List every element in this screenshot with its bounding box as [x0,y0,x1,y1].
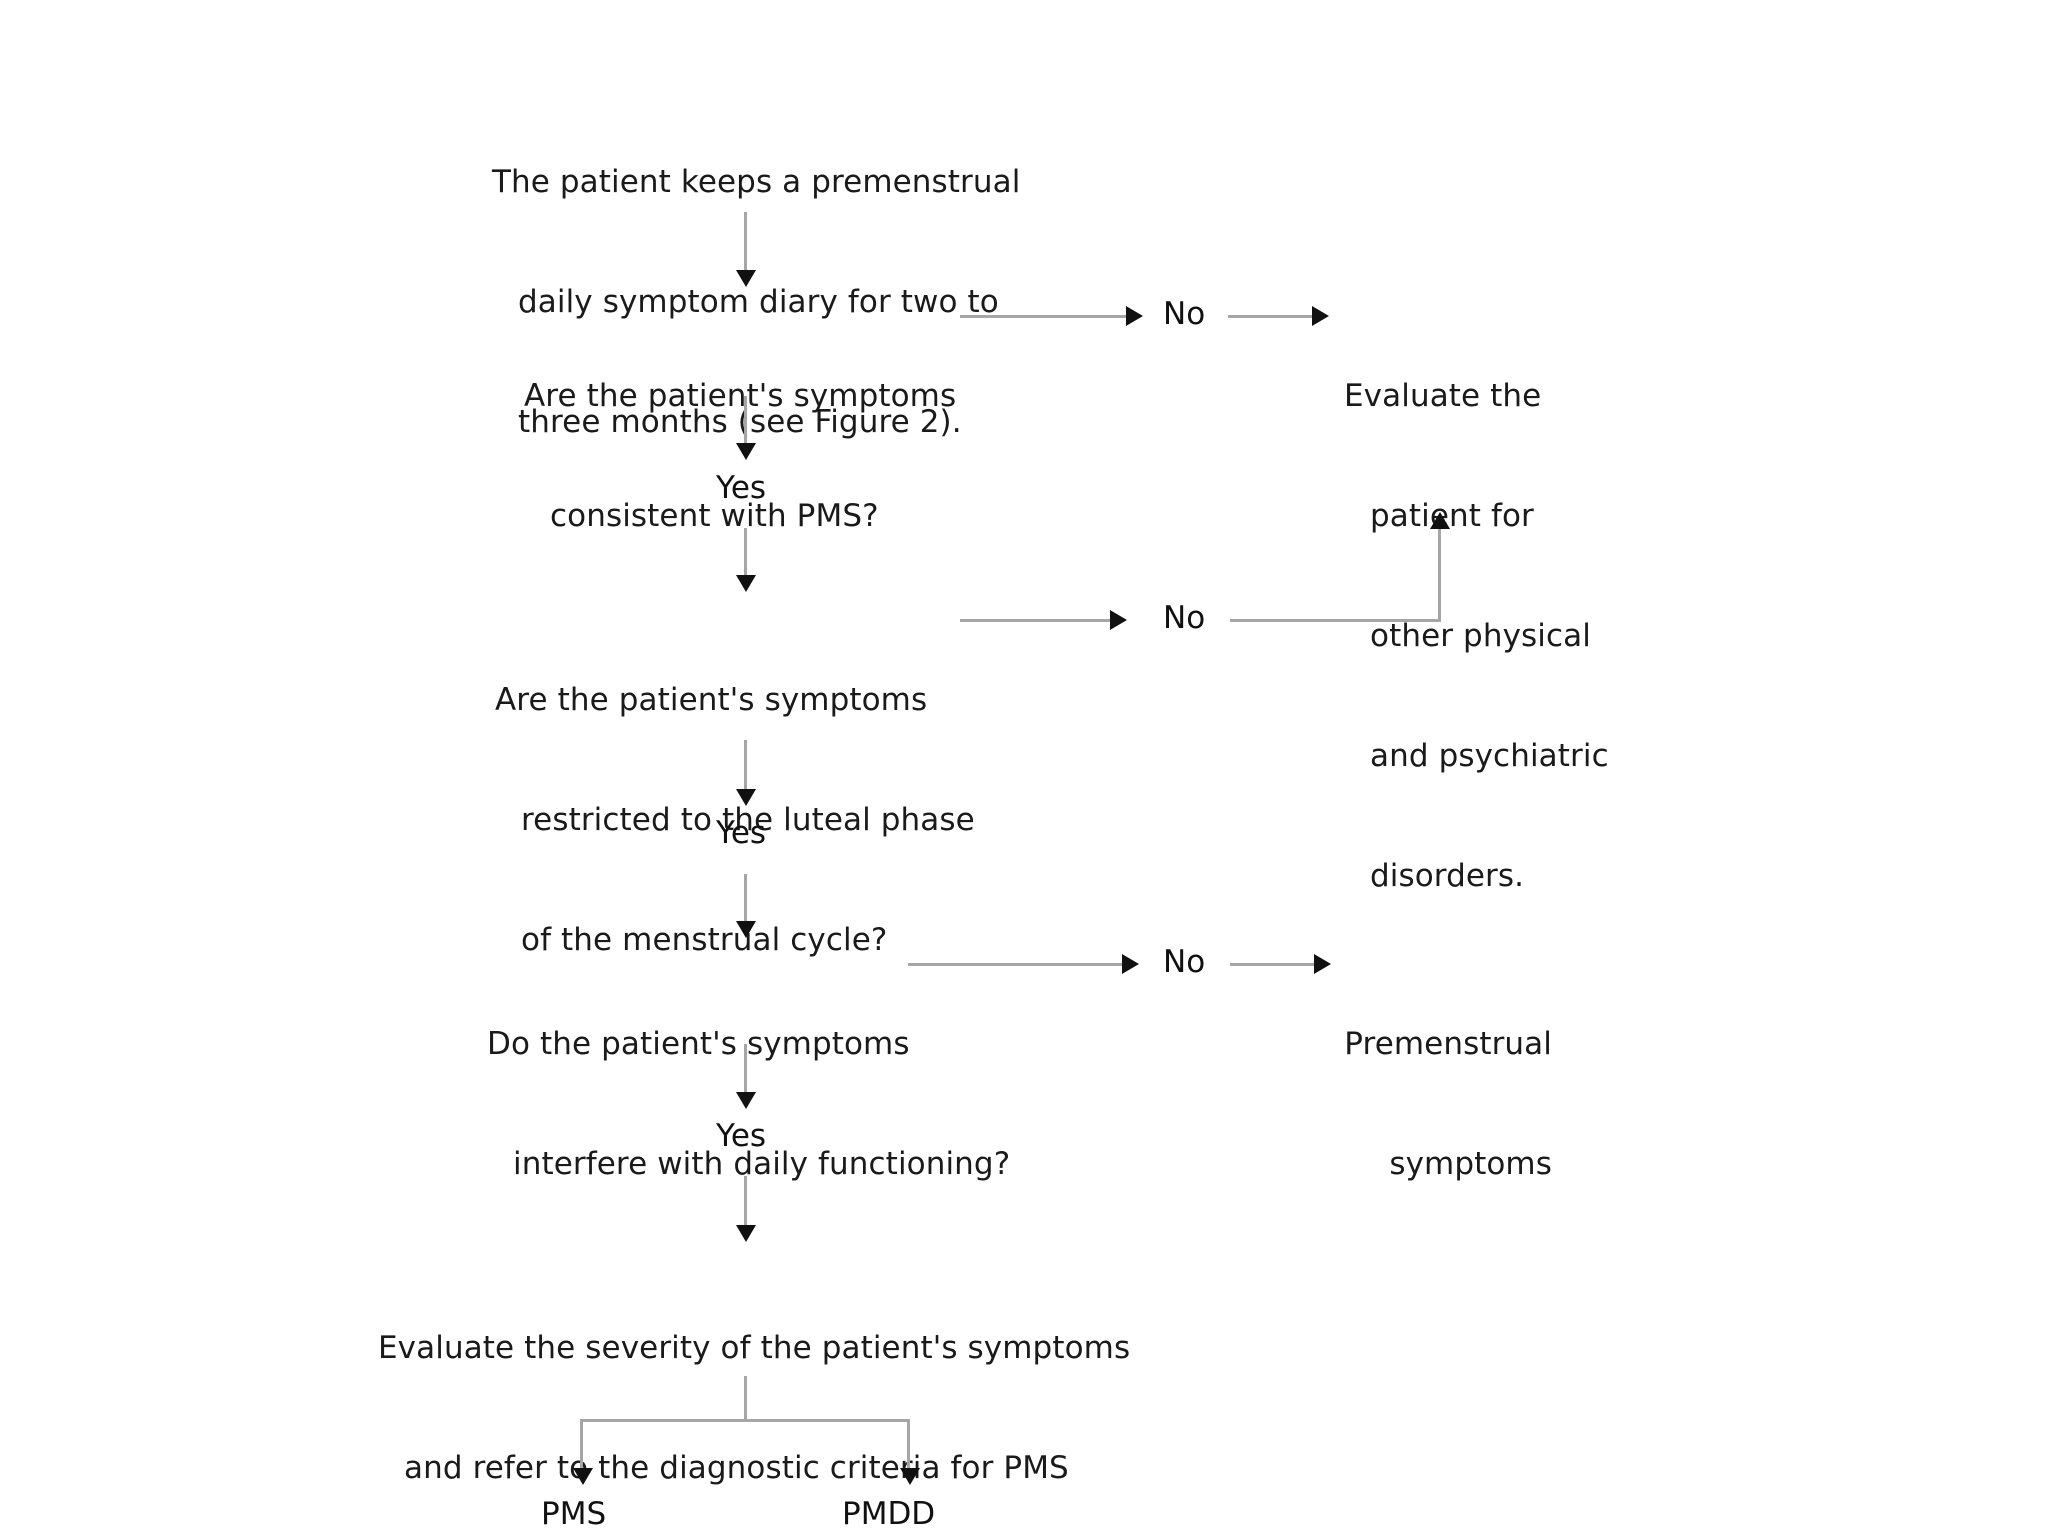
connector-no1-to-evaluate-other [1228,315,1314,318]
node-symptom-diary-line-2: daily symptom diary for two to [518,284,999,320]
connector-yes3-to-evaluate-severity [744,1176,747,1232]
arrowhead-yes3-to-evaluate-severity [736,1225,756,1242]
connector-q3-to-no [908,963,1124,966]
connector-q2-to-yes2 [744,740,747,796]
node-evaluate-other-line-5: disorders. [1370,858,1525,894]
node-q2-line-3: of the menstrual cycle? [521,922,888,958]
node-question-daily-functioning: Do the patient's symptoms interfere with… [487,944,1011,1264]
node-q1-line-1: Are the patient's symptoms [524,378,957,414]
arrowhead-split-to-pmdd [900,1468,920,1485]
node-question-luteal-phase: Are the patient's symptoms restricted to… [495,600,1015,1040]
connector-diary-to-q1 [744,212,747,276]
connector-split-to-pmdd [907,1419,910,1474]
node-symptom-diary-line-1: The patient keeps a premenstrual [492,164,1021,200]
node-evaluate-other-line-3: other physical [1370,618,1591,654]
node-evaluate-other-line-1: Evaluate the [1344,378,1542,414]
arrowhead-q1-to-no [1126,306,1143,326]
edge-label-yes-1: Yes [716,470,767,506]
arrowhead-q3-to-yes3 [736,1092,756,1109]
connector-q1-to-no [960,315,1128,318]
connector-yes2-to-q3 [744,874,747,928]
connector-q1-to-yes1 [744,396,747,450]
connector-no2-riser [1438,527,1441,619]
node-symptom-diary: The patient keeps a premenstrual daily s… [492,82,1052,522]
arrowhead-q2-to-no [1110,610,1127,630]
connector-severity-split-bar [580,1419,910,1422]
edge-label-no-1: No [1163,296,1206,332]
arrowhead-no2-to-evaluate-other [1430,512,1450,529]
node-premenstrual-symptoms-line-2: symptoms [1389,1146,1552,1182]
arrowhead-q2-to-yes2 [736,789,756,806]
node-premenstrual-symptoms: Premenstrual symptoms [1344,944,1552,1264]
node-evaluate-severity-line-1: Evaluate the severity of the patient's s… [378,1330,1131,1366]
node-question-consistent-with-pms: Are the patient's symptoms consistent wi… [524,296,994,616]
connector-no2-horizontal [1230,619,1441,622]
arrowhead-q1-to-yes1 [736,443,756,460]
arrowhead-yes2-to-q3 [736,921,756,938]
node-symptom-diary-line-3: three months (see Figure 2). [518,404,962,440]
connector-no3-to-premenstrual-symptoms [1230,963,1316,966]
arrowhead-q3-to-no [1122,954,1139,974]
node-q2-line-2: restricted to the luteal phase [521,802,975,838]
connector-q3-to-yes3 [744,1044,747,1100]
arrowhead-split-to-pms [573,1468,593,1485]
node-evaluate-other-disorders: Evaluate the patient for other physical … [1344,296,1644,976]
edge-label-yes-3: Yes [716,1118,767,1154]
connector-yes1-to-q2 [744,528,747,582]
node-q1-line-2: consistent with PMS? [550,498,879,534]
edge-label-no-2: No [1163,600,1206,636]
node-q3-line-1: Do the patient's symptoms [487,1026,910,1062]
arrowhead-no1-to-evaluate-other [1312,306,1329,326]
arrowhead-diary-to-q1 [736,270,756,287]
node-q3-line-2: interfere with daily functioning? [513,1146,1011,1182]
node-evaluate-severity-line-2: and refer to the diagnostic criteria for… [404,1450,1069,1486]
connector-severity-stem [744,1376,747,1422]
node-premenstrual-symptoms-line-1: Premenstrual [1344,1026,1552,1062]
outcome-label-pmdd: PMDD [842,1496,936,1532]
node-evaluate-other-line-4: and psychiatric [1370,738,1609,774]
outcome-label-pms: PMS [541,1496,607,1532]
connector-q2-to-no [960,619,1112,622]
connector-split-to-pms [580,1419,583,1474]
node-q2-line-1: Are the patient's symptoms [495,682,928,718]
arrowhead-no3-to-premenstrual-symptoms [1314,954,1331,974]
node-evaluate-severity: Evaluate the severity of the patient's s… [378,1248,1131,1536]
edge-label-yes-2: Yes [716,815,767,851]
node-evaluate-other-line-2: patient for [1370,498,1534,534]
arrowhead-yes1-to-q2 [736,575,756,592]
edge-label-no-3: No [1163,944,1206,980]
